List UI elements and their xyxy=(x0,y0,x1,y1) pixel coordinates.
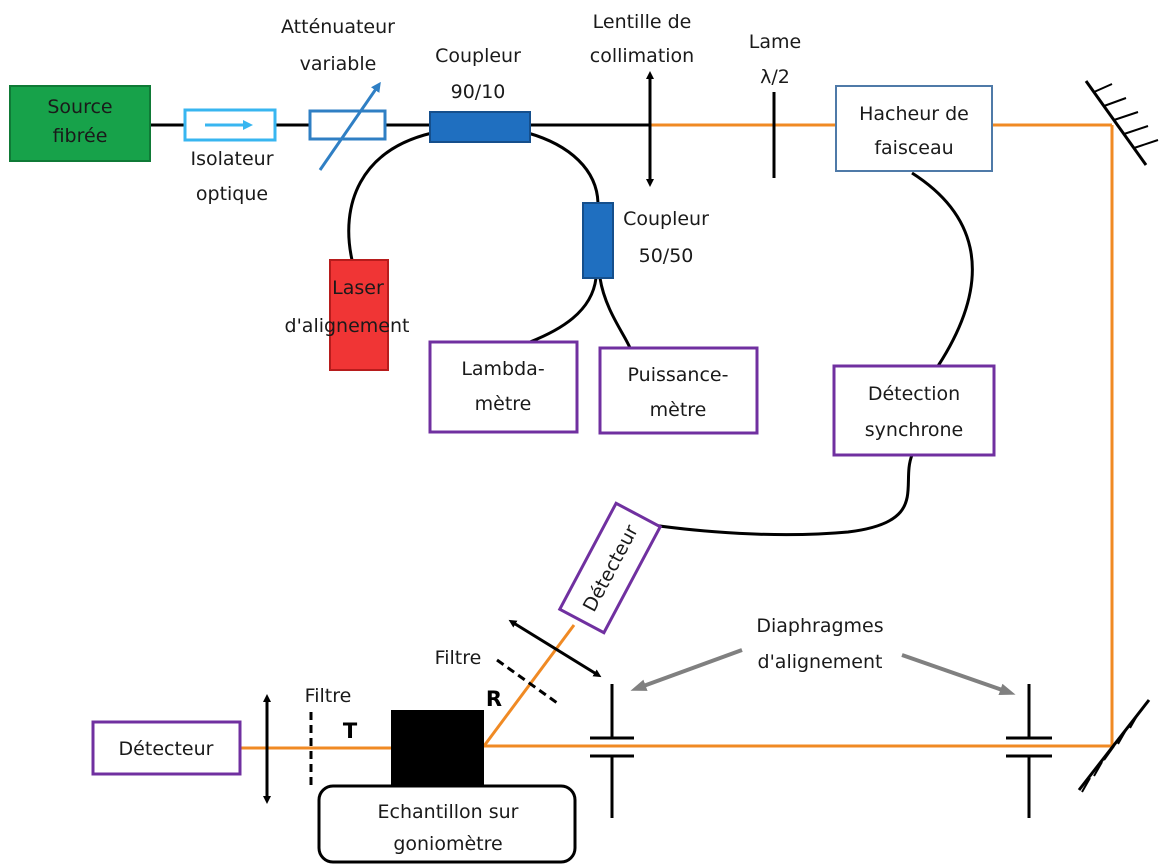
laser-label-line2: d'alignement xyxy=(285,315,410,337)
diaphragms-label-line2: d'alignement xyxy=(758,651,883,673)
isolator-label-line2: optique xyxy=(196,183,268,205)
beam-chopper: Hacheur de faisceau xyxy=(835,85,993,172)
wavemeter: Lambda- mètre xyxy=(428,340,579,434)
source-label-line2: fibrée xyxy=(53,125,108,147)
lens-label-line1: Lentille de xyxy=(593,11,692,33)
mirror-bottom-icon xyxy=(1077,699,1151,793)
sample-goniometer: Echantillon sur goniomètre xyxy=(317,784,577,864)
wavemeter-label-line2: mètre xyxy=(475,393,532,415)
source-label-line1: Source xyxy=(47,96,112,118)
coupler-50-50-label-line2: 50/50 xyxy=(639,245,694,267)
wavemeter-label-line1: Lambda- xyxy=(461,358,544,380)
powermeter: Puissance- mètre xyxy=(598,346,759,435)
coupler-50-50: Coupleur 50/50 xyxy=(582,202,709,279)
lens-label-line2: collimation xyxy=(590,45,694,67)
diaphragm-right-icon xyxy=(1006,684,1052,818)
filter-reflection-label: Filtre xyxy=(435,647,482,669)
half-wave-plate-label-line1: Lame xyxy=(749,31,801,53)
pointer-arrow-right-icon xyxy=(901,653,1016,696)
sample-label-line1: Echantillon sur xyxy=(378,801,519,823)
lockin-label-line1: Détection xyxy=(868,383,960,405)
variable-attenuator: Atténuateur variable xyxy=(281,16,395,171)
attenuator-label-line2: variable xyxy=(300,53,377,75)
attenuator-label-line1: Atténuateur xyxy=(281,16,395,38)
detector-transmission: Détecteur xyxy=(91,720,242,776)
detector-reflection: Détecteur xyxy=(557,501,663,635)
transmission-label: T xyxy=(343,719,358,743)
coupler-90-10: Coupleur 90/10 xyxy=(429,45,531,143)
chopper-label-line1: Hacheur de xyxy=(859,103,969,125)
mirror-top-icon xyxy=(1084,80,1159,166)
sample-label-line2: goniomètre xyxy=(393,833,502,855)
half-wave-plate-label-line2: λ/2 xyxy=(760,66,790,88)
optical-isolator: Isolateur optique xyxy=(183,108,277,205)
fiber-lines xyxy=(150,123,974,537)
detector-transmission-label: Détecteur xyxy=(119,738,214,760)
diaphragm-left-icon xyxy=(590,684,634,818)
pointer-arrow-left-icon xyxy=(630,648,743,691)
sample-block xyxy=(391,710,484,789)
powermeter-label-line1: Puissance- xyxy=(628,364,729,386)
attenuator-arrow-icon xyxy=(318,81,381,171)
coupler-50-50-label-line1: Coupleur xyxy=(623,208,709,230)
reflection-label: R xyxy=(486,687,502,711)
powermeter-label-line2: mètre xyxy=(650,399,707,421)
coupler-90-10-label-line1: Coupleur xyxy=(435,45,521,67)
chopper-label-line2: faisceau xyxy=(874,137,953,159)
collimation-lens: Lentille de collimation xyxy=(590,11,694,187)
coupler-90-10-label-line2: 90/10 xyxy=(451,81,506,103)
laser-label-line1: Laser xyxy=(332,277,384,299)
filter-transmission-label: Filtre xyxy=(305,685,352,707)
alignment-laser: Laser d'alignement xyxy=(285,259,410,371)
reflection-lens-double-arrow-icon xyxy=(508,619,602,678)
lockin-label-line2: synchrone xyxy=(865,419,963,441)
half-wave-plate: Lame λ/2 xyxy=(749,31,801,178)
isolator-label-line1: Isolateur xyxy=(190,148,273,170)
diaphragms-label-line1: Diaphragmes xyxy=(756,615,883,637)
lockin-detection: Détection synchrone xyxy=(832,364,996,457)
filter-reflection-icon xyxy=(496,658,561,707)
source-fibree: Source fibrée xyxy=(9,85,151,162)
